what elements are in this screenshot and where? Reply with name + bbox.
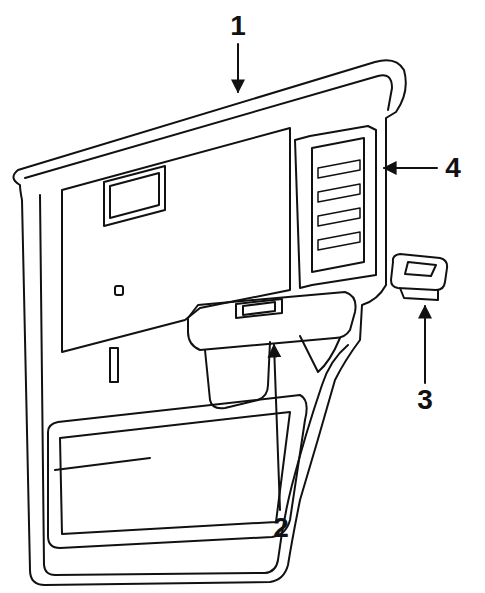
map-pocket	[48, 395, 307, 548]
vent-grille	[295, 126, 376, 288]
vent-grille-inner	[312, 138, 364, 272]
upper-insert	[62, 128, 290, 352]
switch-opening	[104, 166, 165, 226]
callout-number: 4	[445, 154, 461, 182]
plug-cap-top	[405, 262, 436, 276]
armrest-switch	[236, 299, 282, 318]
grille-slats	[318, 160, 360, 250]
handle-slot	[110, 348, 118, 382]
plug-cap	[391, 254, 447, 290]
callout-number: 2	[273, 514, 289, 542]
callout-number: 3	[417, 386, 433, 414]
trim-panel	[13, 60, 405, 585]
panel-edge	[40, 195, 348, 575]
pull-cup	[205, 342, 270, 408]
plug-cap-stem	[400, 288, 438, 300]
callout-number: 1	[230, 12, 246, 40]
pull-cup-side	[300, 336, 340, 372]
leader-lines	[238, 44, 437, 510]
armrest	[188, 292, 356, 350]
switch-opening-inner	[110, 173, 159, 218]
armrest-switch-inner	[243, 302, 275, 315]
map-pocket-inner	[60, 412, 290, 534]
pocket-line	[55, 458, 150, 470]
panel-top-roll	[25, 75, 392, 178]
lock-hole	[115, 286, 123, 295]
